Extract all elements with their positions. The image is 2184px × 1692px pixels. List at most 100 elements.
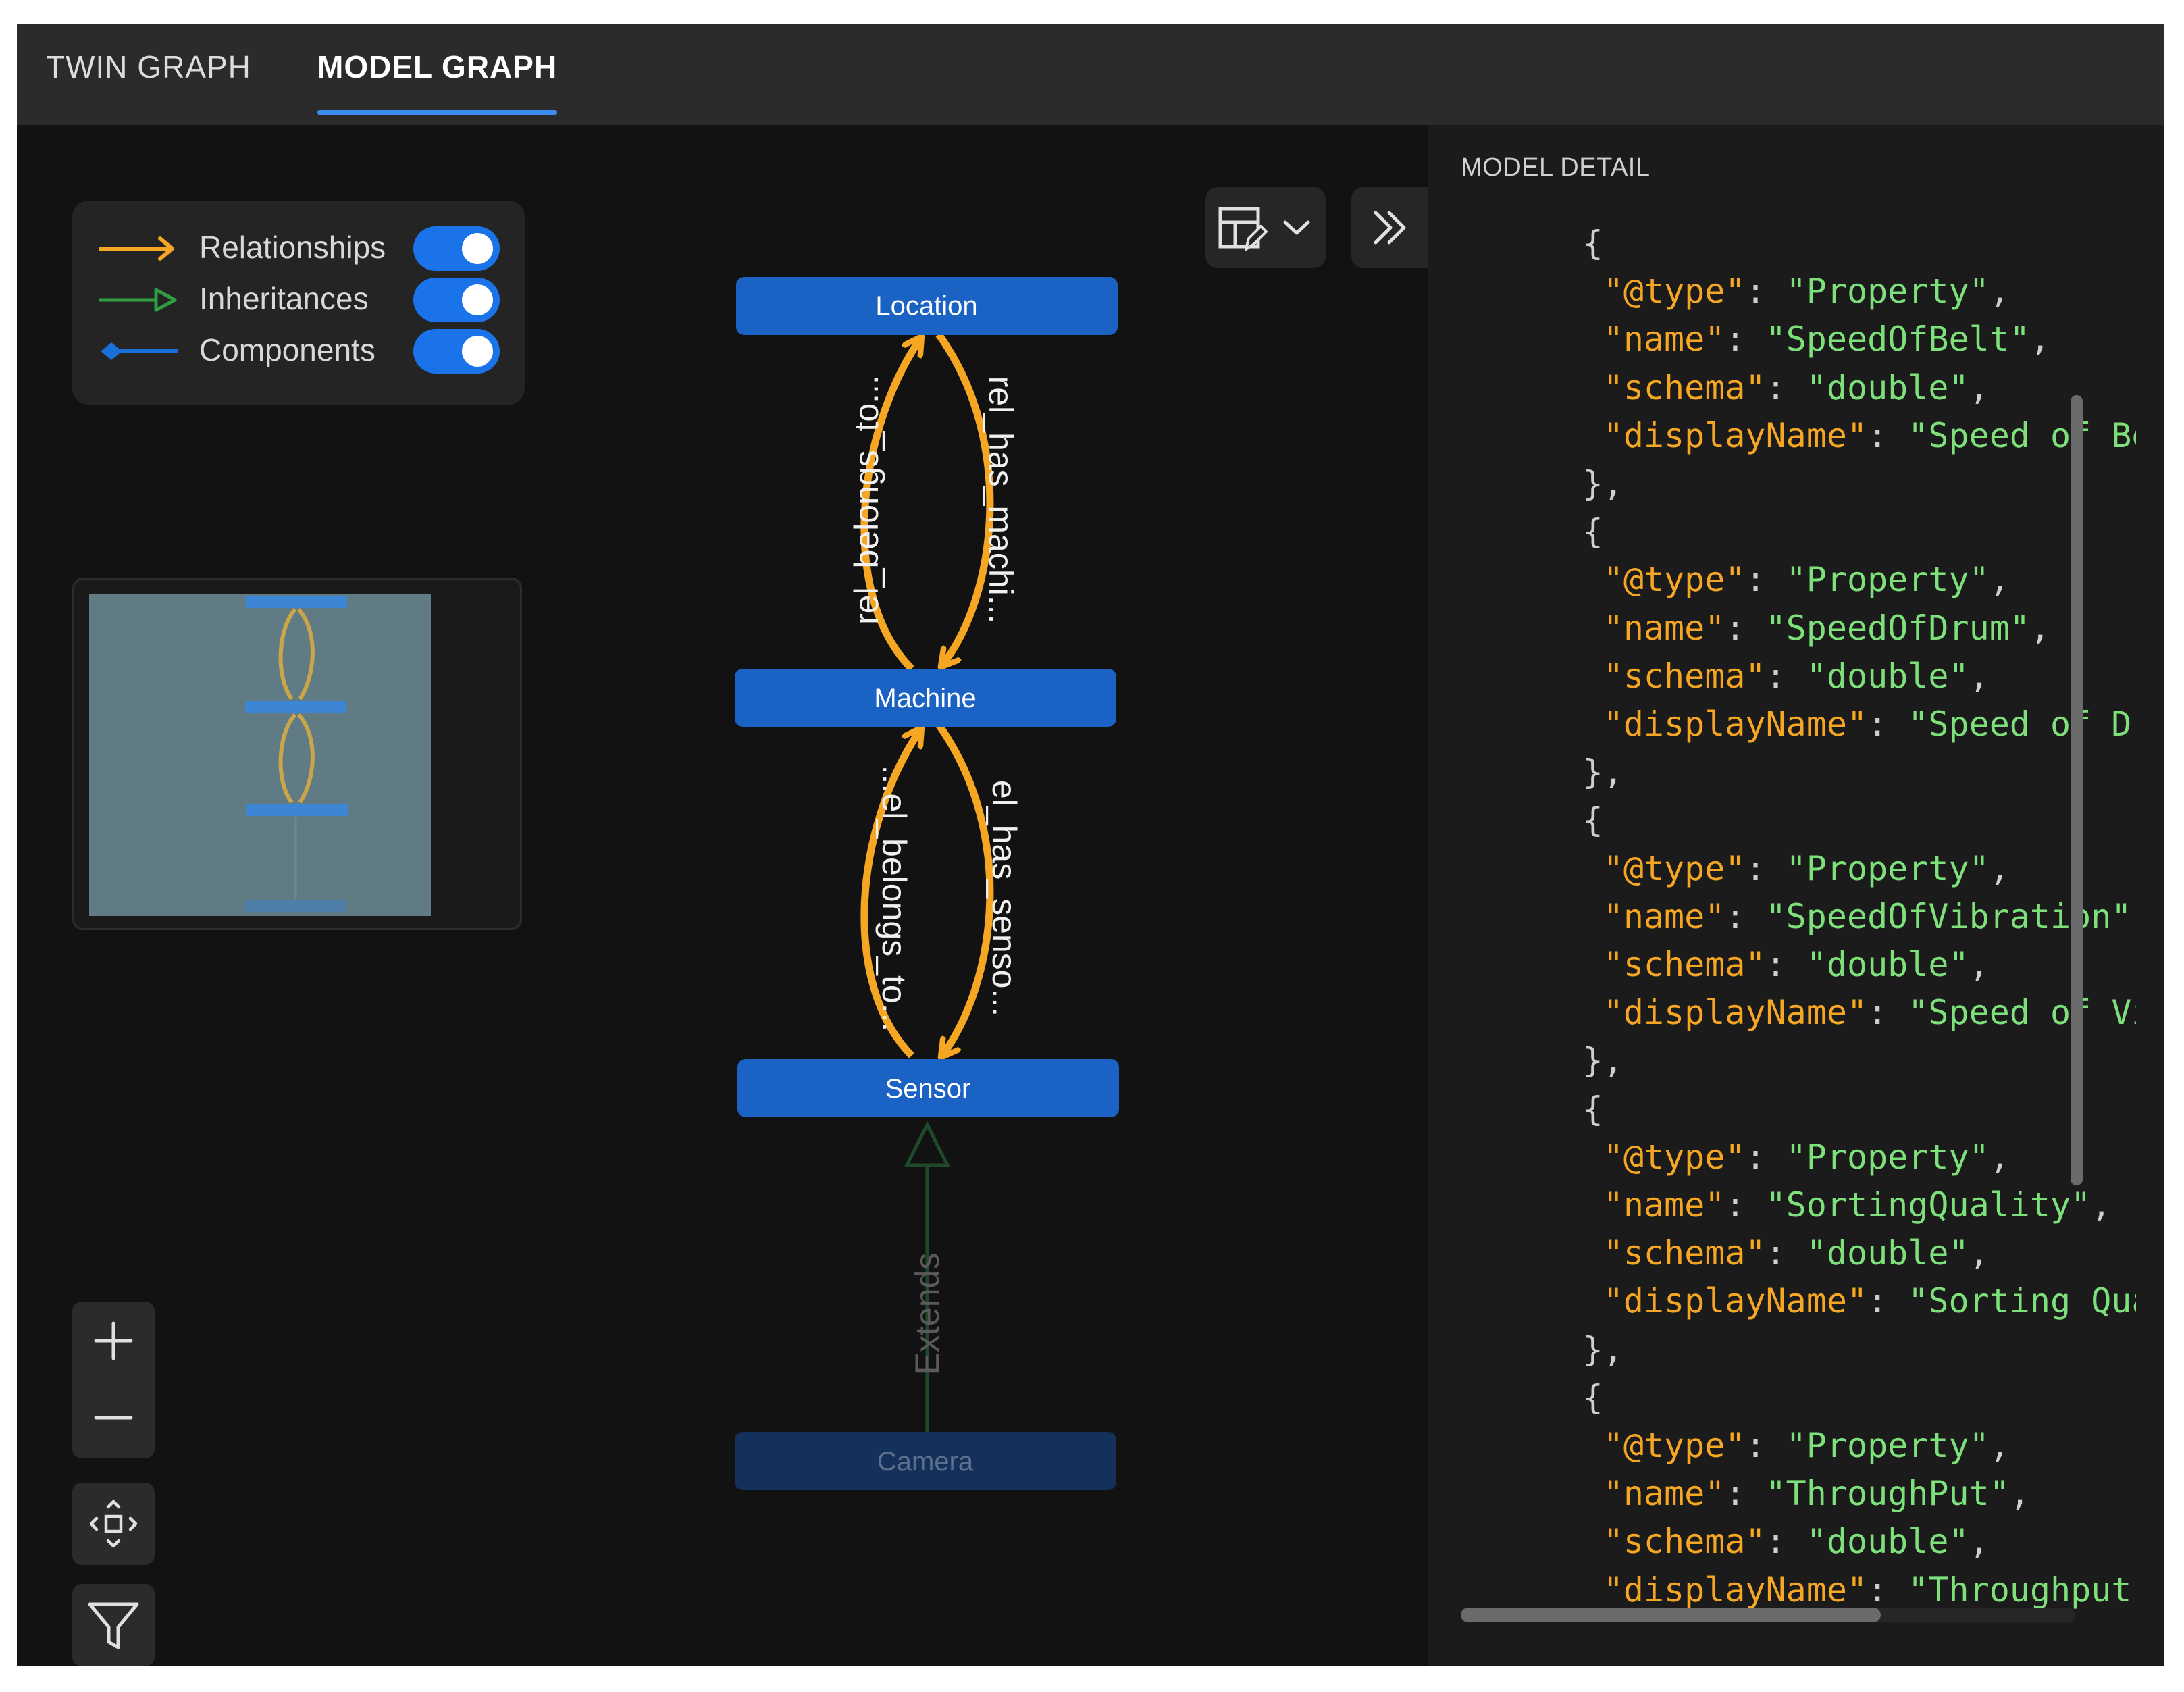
node-location[interactable]: Location xyxy=(736,277,1118,335)
legend-label-inheritances: Inheritances xyxy=(199,281,369,316)
fit-view-button[interactable] xyxy=(72,1483,155,1565)
edge-mach-has[interactable]: el_has_senso... xyxy=(935,722,1023,1056)
chevrons-right-icon xyxy=(1374,211,1406,245)
code-line: "displayName": "Sorting Qualit xyxy=(1461,1277,2136,1325)
json-colon: : xyxy=(1725,1185,1766,1225)
json-value: "SpeedOfDrum" xyxy=(1765,608,2030,648)
json-key: "@type" xyxy=(1603,560,1746,600)
vertical-scrollbar-thumb[interactable] xyxy=(2071,395,2083,1185)
json-colon: : xyxy=(1745,272,1786,311)
json-brace: { xyxy=(1461,1377,1603,1417)
json-value: "Property" xyxy=(1786,560,1990,600)
code-line: "schema": "double", xyxy=(1461,1518,2136,1566)
code-indent xyxy=(1461,657,1603,696)
code-line: "name": "ThroughPut", xyxy=(1461,1470,2136,1518)
json-value: "Sorting Qualit xyxy=(1908,1281,2136,1321)
json-key: "name" xyxy=(1603,896,1725,936)
json-key: "displayName" xyxy=(1603,993,1868,1033)
json-brace: }, xyxy=(1461,1329,1623,1369)
json-brace: }, xyxy=(1461,1041,1623,1081)
tab-twin-graph[interactable]: TWIN GRAPH xyxy=(46,49,251,84)
json-key: "displayName" xyxy=(1603,704,1868,744)
json-colon: : xyxy=(1725,896,1766,936)
json-key: "displayName" xyxy=(1603,415,1868,455)
json-colon: : xyxy=(1867,415,1908,455)
minimap-viewport[interactable] xyxy=(89,594,431,916)
model-detail-panel: MODEL DETAIL { "@type": "Property", "nam… xyxy=(1428,125,2164,1666)
model-graph-canvas[interactable]: Extends rel_belongs_to... rel_has_machi.… xyxy=(17,125,1428,1666)
code-indent xyxy=(1461,1233,1603,1273)
json-colon: : xyxy=(1745,1426,1786,1466)
graph-minimap[interactable] xyxy=(72,578,522,930)
filter-icon xyxy=(88,1602,139,1649)
edge-extends[interactable]: Extends xyxy=(904,1121,951,1432)
plus-icon xyxy=(94,1321,133,1360)
edge-label-rel-belongs-to: rel_belongs_to... xyxy=(848,375,885,625)
json-comma: , xyxy=(1969,367,1990,407)
components-toggle[interactable] xyxy=(413,329,500,374)
json-comma: , xyxy=(1969,1522,1990,1562)
json-comma: , xyxy=(2131,897,2136,936)
edge-label-extends: Extends xyxy=(908,1253,946,1375)
json-value: "Property" xyxy=(1786,272,1990,311)
json-comma: , xyxy=(2029,608,2051,648)
relationships-toggle[interactable] xyxy=(413,226,500,271)
json-comma: , xyxy=(1989,560,2010,600)
code-line: "name": "SpeedOfVibration", xyxy=(1461,893,2136,941)
edge-mach-belongs[interactable]: ...el_belongs_to... xyxy=(860,729,920,1058)
edge-loc-has[interactable]: rel_has_machi... xyxy=(935,332,1020,665)
json-comma: , xyxy=(1989,1137,2010,1177)
code-line: { xyxy=(1461,1085,2136,1133)
zoom-in-button[interactable] xyxy=(72,1302,155,1380)
node-camera[interactable]: Camera xyxy=(735,1432,1116,1490)
code-indent xyxy=(1461,560,1603,599)
json-value: "Speed of Belt" xyxy=(1908,415,2136,455)
json-key: "name" xyxy=(1603,319,1725,359)
node-machine[interactable]: Machine xyxy=(735,669,1116,727)
json-value: "double" xyxy=(1806,1522,1969,1562)
zoom-out-button[interactable] xyxy=(72,1380,155,1458)
json-value: "Throughput" xyxy=(1908,1570,2136,1610)
code-indent xyxy=(1461,1426,1603,1465)
code-line: { xyxy=(1461,796,2136,844)
json-value: "Speed of Vibra xyxy=(1908,993,2136,1033)
zoom-controls xyxy=(72,1302,155,1458)
code-line: "name": "SpeedOfDrum", xyxy=(1461,605,2136,652)
tab-bar: TWIN GRAPH MODEL GRAPH xyxy=(17,24,2164,125)
code-indent xyxy=(1461,1281,1603,1321)
json-colon: : xyxy=(1867,993,1908,1033)
legend-item-relationships: Relationships xyxy=(72,222,525,274)
json-comma: , xyxy=(1989,272,2010,311)
code-indent xyxy=(1461,1570,1603,1610)
expand-panel-button[interactable] xyxy=(1351,187,1428,268)
active-tab-indicator xyxy=(317,110,558,115)
node-sensor[interactable]: Sensor xyxy=(737,1059,1119,1117)
json-colon: : xyxy=(1867,1570,1908,1610)
json-key: "schema" xyxy=(1603,1522,1766,1562)
code-line: "@type": "Property", xyxy=(1461,556,2136,604)
toggle-knob xyxy=(462,233,493,264)
code-indent xyxy=(1461,272,1603,311)
layout-dropdown-button[interactable] xyxy=(1205,187,1326,268)
edge-loc-belongs[interactable]: rel_belongs_to... xyxy=(848,338,920,671)
legend-label-relationships: Relationships xyxy=(199,230,386,265)
json-key: "displayName" xyxy=(1603,1570,1868,1610)
code-indent xyxy=(1461,945,1603,984)
json-comma: , xyxy=(1989,848,2010,888)
node-label-camera: Camera xyxy=(877,1447,974,1477)
json-comma: , xyxy=(1989,1426,2010,1466)
toggle-knob xyxy=(462,284,493,315)
json-value: "Property" xyxy=(1786,848,1990,888)
horizontal-scrollbar-thumb[interactable] xyxy=(1461,1608,1881,1622)
json-value: "double" xyxy=(1806,1233,1969,1273)
json-value: "Property" xyxy=(1786,1137,1990,1177)
model-json-viewer[interactable]: { "@type": "Property", "name": "SpeedOfB… xyxy=(1461,220,2136,1618)
tab-model-graph[interactable]: MODEL GRAPH xyxy=(317,24,558,125)
json-key: "name" xyxy=(1603,1185,1725,1225)
fit-view-icon xyxy=(89,1499,138,1548)
inheritances-toggle[interactable] xyxy=(413,278,500,322)
node-label-location: Location xyxy=(875,291,977,321)
edge-label-el-has-sensor: el_has_senso... xyxy=(985,780,1023,1017)
filter-button[interactable] xyxy=(72,1584,155,1666)
json-value: "Property" xyxy=(1786,1426,1990,1466)
